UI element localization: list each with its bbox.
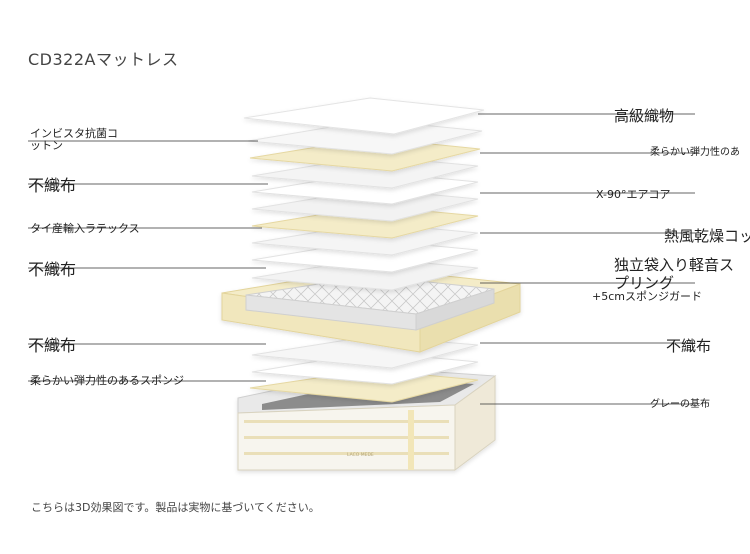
top-fabric-layer [243, 97, 485, 135]
label-thai-latex: タイ産輸入ラテックス [30, 222, 140, 235]
label-nonwoven-1: 不織布 [28, 176, 77, 195]
label-nonwoven-2: 不織布 [28, 260, 77, 279]
label-gray-base: グレーの基布 [650, 399, 710, 410]
label-pocket-spring-line1: 独立袋入り軽音ス [614, 256, 735, 274]
label-antibacterial-cotton: インビスタ抗菌コ ットン [30, 127, 118, 153]
label-nonwoven-3: 不織布 [28, 336, 77, 355]
disclaimer-caption: こちらは3D効果図です。製品は実物に基づいてください。 [31, 501, 320, 514]
label-soft-elastic: 柔らかい弾力性のあ [650, 147, 740, 158]
label-hot-air-dried: 熱風乾燥コッ [664, 227, 750, 245]
label-fabric: 高級織物 [614, 107, 675, 125]
spring-core-layer [221, 267, 521, 353]
page-title: CD322Aマットレス [28, 50, 179, 69]
label-soft-sponge: 柔らかい弾力性のあるスポンジ [30, 374, 184, 387]
leader-lines [28, 113, 695, 405]
base-frame-layer: LACO MEDE [237, 367, 497, 471]
label-x90-core: X-90°エアコア [596, 188, 671, 201]
label-antibacterial-cotton-line2: ットン [30, 139, 63, 153]
base-logo: LACO MEDE [347, 452, 374, 458]
label-sponge-guard: +5cmスポンジガード [592, 290, 702, 303]
label-pocket-spring-line2: プリング [614, 274, 675, 292]
label-nonwoven-right: 不織布 [666, 337, 712, 355]
label-antibacterial-cotton-line1: インビスタ抗菌コ [30, 127, 118, 140]
